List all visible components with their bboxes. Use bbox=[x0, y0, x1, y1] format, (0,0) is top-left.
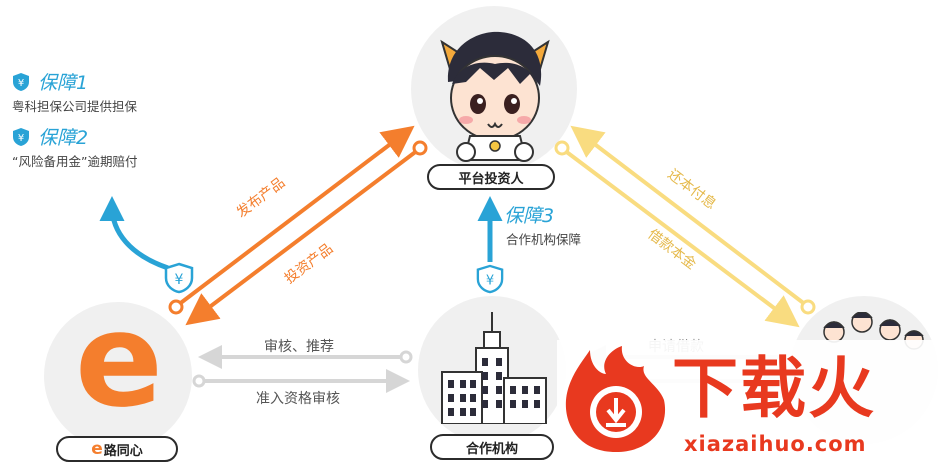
investor-label-pill: 平台投资人 bbox=[427, 164, 555, 190]
partner-label-pill: 合作机构 bbox=[430, 434, 554, 460]
svg-text:¥: ¥ bbox=[18, 133, 24, 144]
platform-logo-e: e bbox=[74, 284, 164, 436]
shield-icon: ¥ bbox=[13, 128, 29, 146]
watermark-title: 下载火 bbox=[672, 350, 876, 427]
svg-text:¥: ¥ bbox=[486, 274, 494, 289]
review-recommend-label: 审核、推荐 bbox=[264, 339, 334, 355]
repay-arrow bbox=[570, 125, 808, 307]
svg-text:¥: ¥ bbox=[175, 272, 184, 288]
platform-label: 路同心 bbox=[103, 443, 143, 459]
investor-label: 平台投资人 bbox=[458, 171, 524, 187]
repay-arrow-tail bbox=[800, 299, 816, 315]
shield-icon: ¥ bbox=[476, 264, 504, 294]
guarantee-2-title: 保障2 bbox=[38, 127, 89, 149]
loan-arrow-tail bbox=[554, 140, 570, 156]
platform-label-e: e bbox=[91, 439, 103, 459]
guarantee-3-desc: 合作机构保障 bbox=[506, 232, 582, 247]
access-review-label: 准入资格审核 bbox=[256, 391, 340, 407]
guarantee-2-desc: “风险备用金”逾期赔付 bbox=[12, 154, 138, 169]
shield-icon: ¥ bbox=[164, 262, 194, 294]
invest-arrow bbox=[185, 148, 420, 326]
loan-arrow bbox=[562, 148, 800, 328]
investor-avatar bbox=[440, 31, 550, 162]
publish-arrow-tail bbox=[168, 299, 184, 315]
flame-logo-icon bbox=[565, 346, 666, 452]
building-icon bbox=[441, 312, 547, 424]
platform-circle bbox=[44, 302, 192, 450]
publish-arrow bbox=[176, 125, 415, 307]
platform-label-pill: e 路同心 bbox=[56, 436, 178, 462]
invest-arrow-tail bbox=[412, 140, 428, 156]
watermark-url: xiazaihuo.com bbox=[684, 432, 867, 456]
access-arrow-tail bbox=[192, 374, 206, 388]
svg-text:¥: ¥ bbox=[18, 78, 24, 89]
guarantee-curve-arrow bbox=[99, 196, 169, 271]
guarantee-3-title: 保障3 bbox=[504, 205, 555, 227]
review-arrow-tail bbox=[399, 350, 413, 364]
guarantee-1-title: 保障1 bbox=[38, 72, 89, 94]
partner-label: 合作机构 bbox=[465, 441, 518, 457]
guarantee-1-desc: 粤科担保公司提供担保 bbox=[12, 99, 138, 114]
shield-icon: ¥ bbox=[13, 73, 29, 91]
